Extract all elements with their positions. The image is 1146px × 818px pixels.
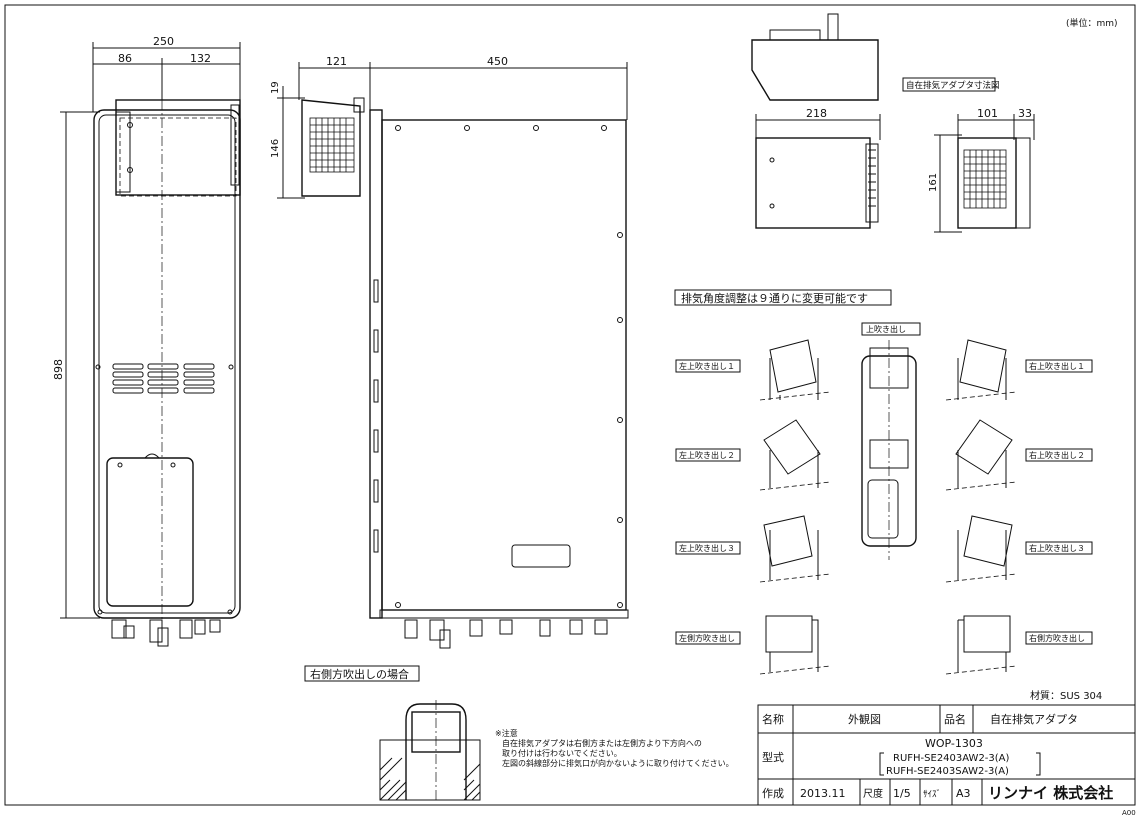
label-right-up-2: 右上吹き出し２ xyxy=(1029,450,1085,460)
dim-front-right: 132 xyxy=(190,52,211,65)
tb-made-value: 2013.11 xyxy=(800,787,846,800)
dim-adapter-top: 19 xyxy=(270,81,281,94)
label-left-up-3: 左上吹き出し３ xyxy=(679,543,735,553)
sheet-border xyxy=(4,4,1136,806)
title-block: 名称 外観図 品名 自在排気アダプタ 型式 WOP-1303 RUFH-SE24… xyxy=(757,704,1136,806)
label-top-blow: 上吹き出し xyxy=(866,324,906,334)
notes: ※注意 自在排気アダプタは右側方または左側方より下方向への 取り付けは行わないで… xyxy=(495,728,734,768)
unit-note: (単位：mm) xyxy=(1066,17,1118,29)
note-line-3: 左図の斜線部分に排気口が向かないように取り付けてください。 xyxy=(502,758,734,768)
tb-product-label: 品名 xyxy=(944,712,966,726)
adapter-detail-title: 自在排気アダプタ寸法図 xyxy=(906,80,1000,91)
tb-scale-label: 尺度 xyxy=(863,787,883,800)
dim-front-left: 86 xyxy=(118,52,132,65)
note-line-2: 取り付けは行わないでください。 xyxy=(502,748,622,758)
side-view: 121 450 19 146 xyxy=(270,55,629,649)
material: 材質：SUS 304 xyxy=(1030,689,1102,702)
label-right-side: 右側方吹き出し xyxy=(1029,633,1085,643)
tb-model-label: 型式 xyxy=(762,750,784,764)
dim-detail-width: 218 xyxy=(806,107,827,120)
tb-name-value: 外観図 xyxy=(848,712,881,726)
label-right-up-1: 右上吹き出し１ xyxy=(1029,361,1085,371)
sheet-code: A00 xyxy=(1122,809,1136,817)
angle-variations: 排気角度調整は９通りに変更可能です 上吹き出し 左上吹き出し１ 左上吹き出し２ … xyxy=(674,289,1093,675)
tb-model-main: WOP-1303 xyxy=(925,737,983,750)
dim-detail-side-offset: 33 xyxy=(1018,107,1032,120)
tb-size-value: A3 xyxy=(956,787,971,800)
label-left-side: 左側方吹き出し xyxy=(679,633,735,643)
adapter-detail: 自在排気アダプタ寸法図 218 101 33 161 xyxy=(751,13,1035,233)
tb-product-value: 自在排気アダプタ xyxy=(990,712,1078,726)
tb-size-label: ｻｲｽﾞ xyxy=(923,789,941,800)
tb-model-sub1: RUFH-SE2403AW2-3(A) xyxy=(893,753,1010,764)
dim-detail-side-width: 101 xyxy=(977,107,998,120)
right-side-case: 右側方吹出しの場合 xyxy=(304,665,481,801)
dim-unit-depth: 450 xyxy=(487,55,508,68)
dim-front-width: 250 xyxy=(153,35,174,48)
label-left-up-2: 左上吹き出し２ xyxy=(679,450,735,460)
tb-company: リンナイ 株式会社 xyxy=(988,784,1113,802)
tb-model-sub2: RUFH-SE2403SAW2-3(A) xyxy=(886,766,1009,777)
label-left-up-1: 左上吹き出し１ xyxy=(679,361,735,371)
note-title: ※注意 xyxy=(495,728,518,738)
dim-adapter-height: 146 xyxy=(270,139,281,158)
right-side-case-title: 右側方吹出しの場合 xyxy=(310,667,409,681)
label-right-up-3: 右上吹き出し３ xyxy=(1029,543,1085,553)
dim-detail-height: 161 xyxy=(928,173,939,192)
tb-scale-value: 1/5 xyxy=(893,787,911,800)
note-line-1: 自在排気アダプタは右側方または左側方より下方向への xyxy=(502,738,702,748)
front-view: 250 86 132 898 xyxy=(52,35,241,647)
angle-title: 排気角度調整は９通りに変更可能です xyxy=(681,291,868,305)
tb-made-label: 作成 xyxy=(762,787,784,800)
tb-name-label: 名称 xyxy=(762,712,784,726)
dim-total-height: 898 xyxy=(52,359,65,380)
dim-adapter-depth: 121 xyxy=(326,55,347,68)
